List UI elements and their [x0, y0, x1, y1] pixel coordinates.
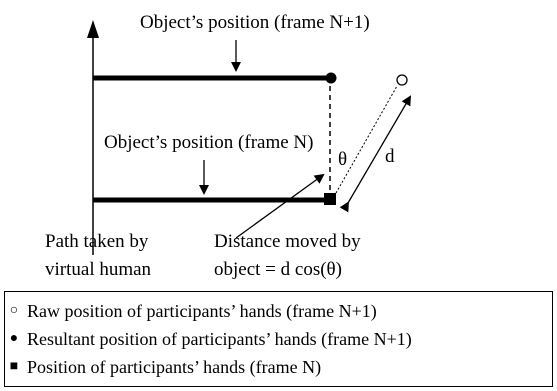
- hollow-circle-icon: ○: [9, 303, 19, 318]
- label-theta: θ: [338, 149, 347, 170]
- distance-d-arrow: [339, 95, 412, 213]
- path-arrowhead-icon: [87, 20, 99, 38]
- filled-square-icon: ■: [9, 359, 19, 374]
- raw-hand-marker-icon: [396, 74, 408, 86]
- resultant-hand-marker-icon: [325, 72, 337, 84]
- label-moved-line2: object = d cos(θ): [214, 259, 342, 280]
- filled-circle-icon: ●: [9, 331, 19, 346]
- hand-frame-n-marker-icon: [324, 193, 336, 205]
- label-path-line1: Path taken by: [45, 231, 149, 252]
- legend-text: Position of participants’ hands (frame N…: [27, 356, 322, 377]
- label-moved-line1: Distance moved by: [214, 231, 361, 252]
- legend-text: Resultant position of participants’ hand…: [27, 328, 412, 349]
- label-distance-d: d: [385, 146, 395, 167]
- motion-diagram: Object’s position (frame N+1) Object’s p…: [45, 12, 412, 280]
- legend: ○ Raw position of participants’ hands (f…: [4, 291, 553, 387]
- pointer-distance-moved-arrow: [235, 173, 325, 239]
- legend-item-raw: ○ Raw position of participants’ hands (f…: [7, 297, 552, 325]
- label-position-frame-n: Object’s position (frame N): [104, 132, 313, 153]
- legend-item-frame-n: ■ Position of participants’ hands (frame…: [7, 353, 552, 381]
- legend-item-resultant: ● Resultant position of participants’ ha…: [7, 325, 552, 353]
- label-path-line2: virtual human: [45, 259, 152, 280]
- label-position-frame-n1: Object’s position (frame N+1): [140, 12, 370, 33]
- legend-text: Raw position of participants’ hands (fra…: [27, 300, 377, 321]
- raw-hand-dotted-line: [335, 85, 398, 194]
